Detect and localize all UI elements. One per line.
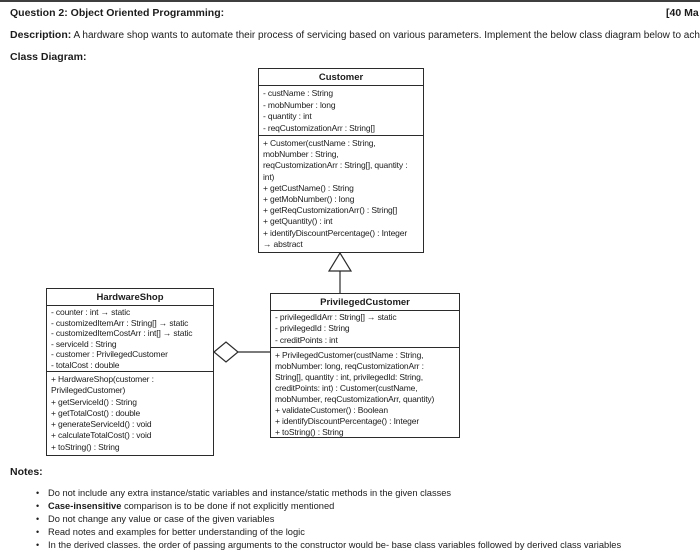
uml-member-line: + getCustName() : String xyxy=(263,182,354,193)
class-privilegedcustomer-methods: + PrivilegedCustomer(custName : String,m… xyxy=(271,348,459,437)
uml-member-line: - counter : int → static xyxy=(51,307,131,317)
uml-member-line: + getReqCustomizationArr() : String[] xyxy=(263,205,398,216)
note-text: Read notes and examples for better under… xyxy=(48,526,305,539)
uml-member-line: PrivilegedCustomer) xyxy=(51,385,126,396)
class-customer-attributes: - custName : String- mobNumber : long- q… xyxy=(259,86,423,136)
uml-member-line: - customer : PrivilegedCustomer xyxy=(51,349,168,360)
top-edge-line xyxy=(0,0,700,2)
note-plain-text: In the derived classes. the order of pas… xyxy=(48,540,622,550)
description-label: Description: xyxy=(10,29,72,41)
note-plain-text: comparison is to be done if not explicit… xyxy=(121,501,335,511)
uml-member-line: + getTotalCost() : double xyxy=(51,407,141,418)
class-hardwareshop-methods: + HardwareShop(customer :PrivilegedCusto… xyxy=(47,372,213,453)
uml-member-line: int) xyxy=(263,171,275,182)
class-privilegedcustomer-attributes: - privilegedIdArr : String[] → static- p… xyxy=(271,311,459,348)
uml-member-line: + getServiceId() : String xyxy=(51,396,137,407)
aggregation-diamond-icon xyxy=(213,341,239,363)
uml-member-line: - serviceId : String xyxy=(51,338,117,349)
bullet-icon: • xyxy=(36,501,40,511)
notes-list: • Do not include any extra instance/stat… xyxy=(36,487,696,552)
description-text: A hardware shop wants to automate their … xyxy=(71,30,700,41)
uml-member-line: mobNumber, reqCustomizationArr, quantity… xyxy=(275,394,435,404)
note-plain-text: Read notes and examples for better under… xyxy=(48,527,305,537)
note-item: • Do not include any extra instance/stat… xyxy=(36,487,696,500)
uml-member-line: + identifyDiscountPercentage() : Integer xyxy=(263,227,408,238)
class-diagram-label: Class Diagram: xyxy=(10,51,87,63)
uml-member-line: - privilegedId : String xyxy=(275,323,350,334)
note-plain-text: Do not change any value or case of the g… xyxy=(48,514,275,524)
uml-member-line: → abstract xyxy=(263,238,303,249)
class-customer-methods: + Customer(custName : String,mobNumber :… xyxy=(259,136,423,250)
question-title: Question 2: Object Oriented Programming: xyxy=(10,7,225,19)
class-privilegedcustomer-name: PrivilegedCustomer xyxy=(271,294,459,311)
uml-member-line: - mobNumber : long xyxy=(263,99,336,110)
uml-member-line: String[], quantity : int, privilegedId: … xyxy=(275,372,423,382)
bullet-icon: • xyxy=(36,514,40,524)
uml-member-line: - reqCustomizationArr : String[] xyxy=(263,122,375,133)
note-item: • Case-insensitive comparison is to be d… xyxy=(36,500,696,513)
class-hardwareshop-attributes: - counter : int → static- customizedItem… xyxy=(47,306,213,372)
note-text: Case-insensitive comparison is to be don… xyxy=(48,500,334,513)
class-box-privilegedcustomer: PrivilegedCustomer - privilegedIdArr : S… xyxy=(270,293,460,438)
marks-label: [40 Ma xyxy=(666,7,699,19)
uml-member-line: - customizedItemCostArr : int[] → static xyxy=(51,328,193,339)
note-item: • In the derived classes. the order of p… xyxy=(36,539,696,552)
uml-member-line: + getQuantity() : int xyxy=(263,216,333,227)
class-customer-name: Customer xyxy=(259,69,423,86)
uml-member-line: + Customer(custName : String, xyxy=(263,138,376,148)
uml-member-line: mobNumber: long, reqCustomizationArr : xyxy=(275,361,424,371)
class-box-hardwareshop: HardwareShop - counter : int → static- c… xyxy=(46,288,214,456)
bullet-icon: • xyxy=(36,488,40,498)
uml-member-line: reqCustomizationArr : String[], quantity… xyxy=(263,160,408,171)
uml-member-line: - quantity : int xyxy=(263,111,312,121)
note-plain-text: Do not include any extra instance/static… xyxy=(48,488,452,498)
note-text: In the derived classes. the order of pas… xyxy=(48,539,621,552)
uml-member-line: + toString() : String xyxy=(275,427,344,437)
uml-member-line: - creditPoints : int xyxy=(275,334,338,345)
uml-member-line: mobNumber : String, xyxy=(263,149,339,160)
note-text: Do not include any extra instance/static… xyxy=(48,487,451,500)
note-item: • Do not change any value or case of the… xyxy=(36,513,696,526)
uml-member-line: creditPoints: int) : Customer(custName, xyxy=(275,383,418,393)
note-text: Do not change any value or case of the g… xyxy=(48,513,274,526)
description: Description: A hardware shop wants to au… xyxy=(10,29,700,41)
uml-member-line: + identifyDiscountPercentage() : Integer xyxy=(275,416,420,426)
note-bold-text: Case-insensitive xyxy=(48,501,122,511)
uml-member-line: + HardwareShop(customer : xyxy=(51,374,154,384)
uml-member-line: + PrivilegedCustomer(custName : String, xyxy=(275,350,424,360)
notes-heading: Notes: xyxy=(10,466,43,478)
class-hardwareshop-name: HardwareShop xyxy=(47,289,213,306)
uml-member-line: + validateCustomer() : Boolean xyxy=(275,405,388,415)
uml-member-line: - totalCost : double xyxy=(51,359,120,370)
uml-member-line: + calculateTotalCost() : void xyxy=(51,430,152,441)
inheritance-triangle-icon xyxy=(327,251,353,272)
uml-member-line: + generateServiceId() : void xyxy=(51,419,152,430)
uml-member-line: - privilegedIdArr : String[] → static xyxy=(275,312,397,322)
uml-member-line: + getMobNumber() : long xyxy=(263,194,355,205)
uml-member-line: - customizedItemArr : String[] → static xyxy=(51,317,189,328)
class-box-customer: Customer - custName : String- mobNumber … xyxy=(258,68,424,253)
uml-member-line: + toString() : String xyxy=(51,441,120,452)
uml-member-line: - custName : String xyxy=(263,88,333,98)
note-item: • Read notes and examples for better und… xyxy=(36,526,696,539)
bullet-icon: • xyxy=(36,527,40,537)
bullet-icon: • xyxy=(36,540,40,550)
